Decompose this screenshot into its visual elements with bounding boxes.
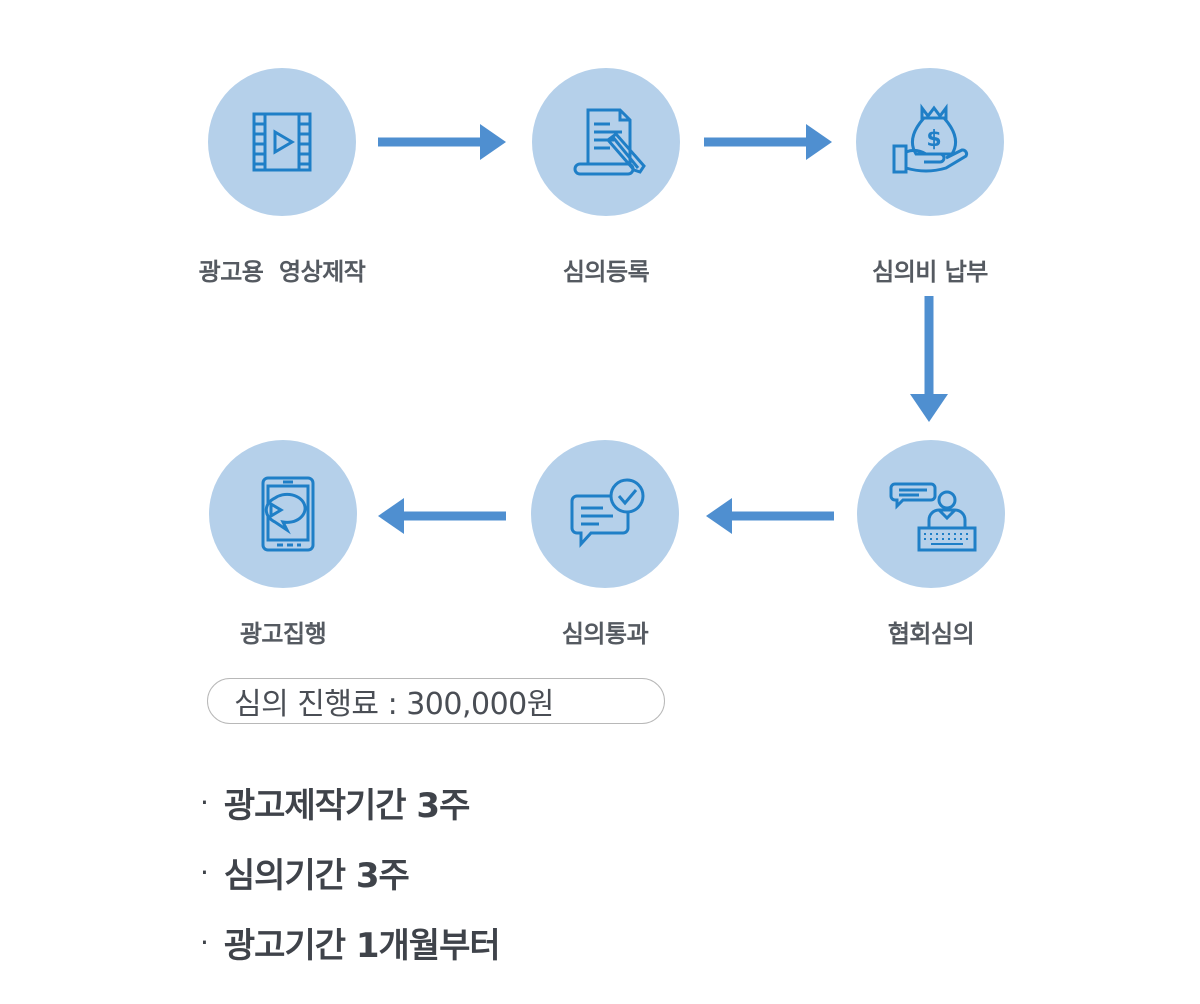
film-play-icon	[252, 112, 312, 172]
arrow-down	[910, 296, 948, 422]
step-circle-approved	[531, 440, 679, 588]
step-label-payment: 심의비 납부	[872, 258, 988, 286]
step-label-execute: 광고집행	[239, 620, 327, 648]
info-line-production: · 광고제작기간 3주	[200, 778, 470, 827]
info-text-period: 광고기간 1개월부터	[223, 926, 501, 966]
bullet-dot: ·	[200, 856, 209, 889]
step-circle-register	[532, 68, 680, 216]
fee-pill: 심의 진행료 : 300,000원	[207, 678, 665, 724]
step-circle-video	[208, 68, 356, 216]
info-text-review: 심의기간 3주	[223, 856, 410, 896]
money-bag-hand-icon: $	[892, 103, 969, 174]
step-label-review: 협회심의	[887, 620, 975, 648]
step-label-register: 심의등록	[562, 258, 650, 286]
info-line-period: · 광고기간 1개월부터	[200, 918, 501, 967]
arrow-left-2	[706, 498, 834, 534]
person-keyboard-chat-icon	[889, 482, 977, 552]
arrow-left-1	[378, 498, 506, 534]
bullet-dot: ·	[200, 786, 209, 819]
fee-text: 심의 진행료 : 300,000원	[234, 687, 554, 722]
info-line-review: · 심의기간 3주	[200, 848, 410, 897]
step-label-video: 광고용 영상제작	[198, 258, 366, 286]
bullet-dot: ·	[200, 926, 209, 959]
step-circle-execute	[209, 440, 357, 588]
arrow-right-2	[704, 124, 832, 160]
step-label-approved: 심의통과	[561, 620, 649, 648]
step-circle-payment: $	[856, 68, 1004, 216]
chat-check-icon	[570, 478, 645, 548]
step-circle-review	[857, 440, 1005, 588]
arrow-right-1	[378, 124, 506, 160]
info-text-production: 광고제작기간 3주	[223, 786, 470, 826]
svg-text:$: $	[926, 127, 941, 152]
document-pen-icon	[573, 108, 646, 176]
tablet-video-icon	[261, 476, 315, 552]
